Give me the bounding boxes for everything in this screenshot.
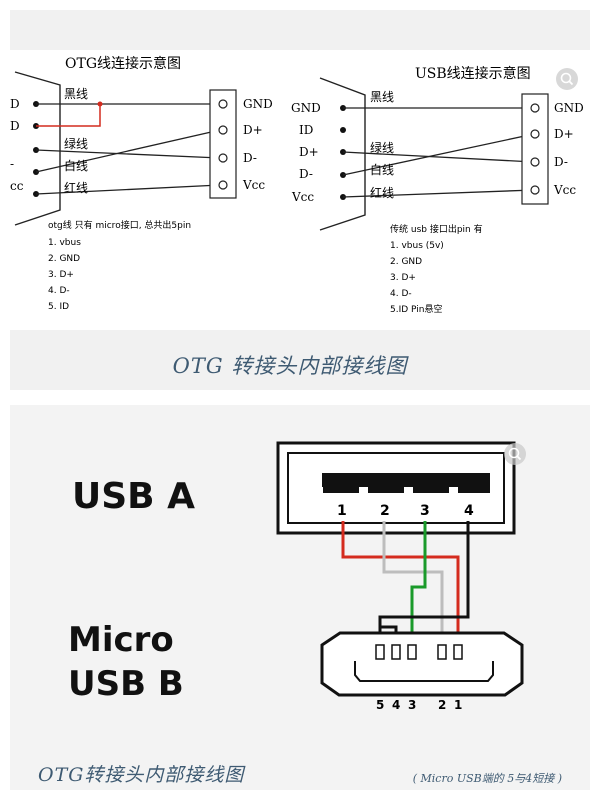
otg-note-item: 5. ID bbox=[48, 302, 69, 312]
otg-wire-label: 绿线 bbox=[64, 136, 88, 151]
usb-wire-green bbox=[342, 133, 535, 176]
usb-a-pin-number: 1 bbox=[337, 503, 347, 519]
otg-short-joint bbox=[97, 101, 103, 107]
otg-right-label: D- bbox=[243, 151, 257, 165]
usb-right-label: Vcc bbox=[553, 183, 576, 197]
usb-left-label: Vcc bbox=[291, 190, 314, 204]
wiring-diagrams-svg: OTG线连接示意图 D D - cc 黑线 绿线 白线 红线 bbox=[10, 55, 584, 315]
usb-wire-label: 白线 bbox=[370, 162, 394, 177]
wire-white-dminus bbox=[382, 521, 444, 637]
otg-left-label: cc bbox=[10, 179, 24, 193]
micro-usb-b-receptacle bbox=[320, 631, 524, 697]
otg-note-item: 1. vbus bbox=[48, 238, 81, 248]
bottom-caption: OTG转接头内部接线图 bbox=[38, 764, 245, 786]
usb-left-label: D+ bbox=[299, 145, 319, 159]
usb-diagram-title: USB线连接示意图 bbox=[415, 65, 531, 82]
usb-right-label: GND bbox=[554, 101, 584, 115]
otg-left-connector bbox=[14, 71, 61, 226]
otg-right-label: Vcc bbox=[242, 178, 265, 192]
otg-terminal-pin bbox=[218, 180, 228, 190]
usb-a-contact bbox=[368, 487, 404, 493]
otg-diagram-title: OTG线连接示意图 bbox=[65, 55, 181, 72]
usb-wire-label: 黑线 bbox=[370, 90, 394, 104]
otg-wiring-panel: OTG线连接示意图 D D - cc 黑线 绿线 白线 红线 bbox=[10, 10, 590, 390]
otg-terminal-pin bbox=[218, 125, 228, 135]
usb-right-label: D- bbox=[554, 155, 568, 169]
otg-left-label: - bbox=[10, 157, 14, 171]
micro-usb-contact bbox=[375, 644, 385, 660]
otg-wire-label: 红线 bbox=[64, 180, 88, 195]
otg-wire-green bbox=[35, 129, 221, 173]
bottom-note: ( Micro USB端的 5与4短接 ) bbox=[412, 772, 562, 785]
micro-pin-number: 3 bbox=[408, 698, 416, 712]
usb-left-pin-dot bbox=[340, 127, 346, 133]
usb-terminal-pin bbox=[530, 185, 540, 195]
usb-a-contact bbox=[458, 487, 490, 493]
usb-a-inner-shell bbox=[287, 452, 505, 524]
otg-terminal-pin bbox=[218, 99, 228, 109]
micro-label-line1: Micro bbox=[68, 620, 174, 660]
otg-note-item: 2. GND bbox=[48, 254, 80, 264]
otg-left-label: D bbox=[10, 97, 20, 111]
wire-green-dplus bbox=[410, 521, 427, 637]
otg-wire-red bbox=[35, 184, 221, 195]
usb-wire-label: 绿线 bbox=[370, 140, 394, 155]
usb-a-contact bbox=[323, 487, 359, 493]
usb-a-pin-number: 2 bbox=[380, 503, 390, 519]
usb-left-connector bbox=[319, 77, 366, 231]
micro-usb-inner-shell bbox=[354, 661, 494, 682]
usb-wire-red bbox=[342, 189, 535, 198]
micro-pin-number: 4 bbox=[392, 698, 400, 712]
usb-a-contact bbox=[413, 487, 449, 493]
otg-terminal-pin bbox=[218, 153, 228, 163]
usb-a-label: USB A bbox=[72, 476, 195, 517]
micro-usb-contact bbox=[391, 644, 401, 660]
usb-a-pin-number: 3 bbox=[420, 503, 430, 519]
micro-usb-contact bbox=[437, 644, 447, 660]
usb-left-label: D- bbox=[299, 167, 313, 181]
usb-a-pin-number: 4 bbox=[464, 503, 474, 519]
usb-terminal-pin bbox=[530, 103, 540, 113]
usb-wire-label: 红线 bbox=[370, 185, 394, 200]
usb-a-tongue bbox=[322, 473, 490, 487]
top-caption: OTG 转接头内部接线图 bbox=[172, 354, 408, 378]
otg-right-label: D+ bbox=[243, 123, 263, 137]
pinout-diagram-svg: USB A Micro USB B 1 2 3 4 5 4 bbox=[68, 441, 524, 712]
usb-terminal-pin bbox=[530, 129, 540, 139]
otg-note-item: 3. D+ bbox=[48, 270, 74, 280]
usb-note-item: 4. D- bbox=[390, 289, 412, 299]
micro-pin-number: 2 bbox=[438, 698, 446, 712]
micro-pin-number: 1 bbox=[454, 698, 462, 712]
usb-right-label: D+ bbox=[554, 127, 574, 141]
otg-note-item: 4. D- bbox=[48, 286, 70, 296]
wire-red-vbus bbox=[341, 521, 460, 637]
usb-note-title: 传统 usb 接口出pin 有 bbox=[390, 223, 483, 235]
otg-wire-white bbox=[35, 149, 221, 159]
wiring-diagrams: OTG线连接示意图 D D - cc 黑线 绿线 白线 红线 bbox=[10, 50, 590, 330]
usb-left-label: GND bbox=[291, 101, 321, 115]
micro-pin-number: 5 bbox=[376, 698, 384, 712]
otg-wire-label: 白线 bbox=[64, 158, 88, 173]
magnifier-icon[interactable] bbox=[504, 443, 526, 465]
otg-wire-label: 黑线 bbox=[64, 87, 88, 101]
otg-note-title: otg线 只有 micro接口, 总共出5pin bbox=[48, 219, 191, 231]
micro-usb-contact bbox=[407, 644, 417, 660]
usb-wire-white bbox=[342, 151, 535, 163]
micro-usb-contact bbox=[453, 644, 463, 660]
magnifier-icon[interactable] bbox=[556, 68, 578, 90]
otg-id-short-wire bbox=[36, 104, 101, 127]
usb-terminal-pin bbox=[530, 157, 540, 167]
usb-note-item: 3. D+ bbox=[390, 273, 416, 283]
micro-label-line2: USB B bbox=[68, 664, 184, 704]
usb-note-item: 1. vbus (5v) bbox=[390, 241, 444, 251]
otg-left-label: D bbox=[10, 119, 20, 133]
usb-note-item: 5.ID Pin悬空 bbox=[390, 303, 442, 315]
usb-left-label: ID bbox=[299, 123, 313, 137]
usb-note-item: 2. GND bbox=[390, 257, 422, 267]
otg-right-label: GND bbox=[243, 97, 273, 111]
usb-pinout-panel: USB A Micro USB B 1 2 3 4 5 4 bbox=[10, 405, 590, 790]
